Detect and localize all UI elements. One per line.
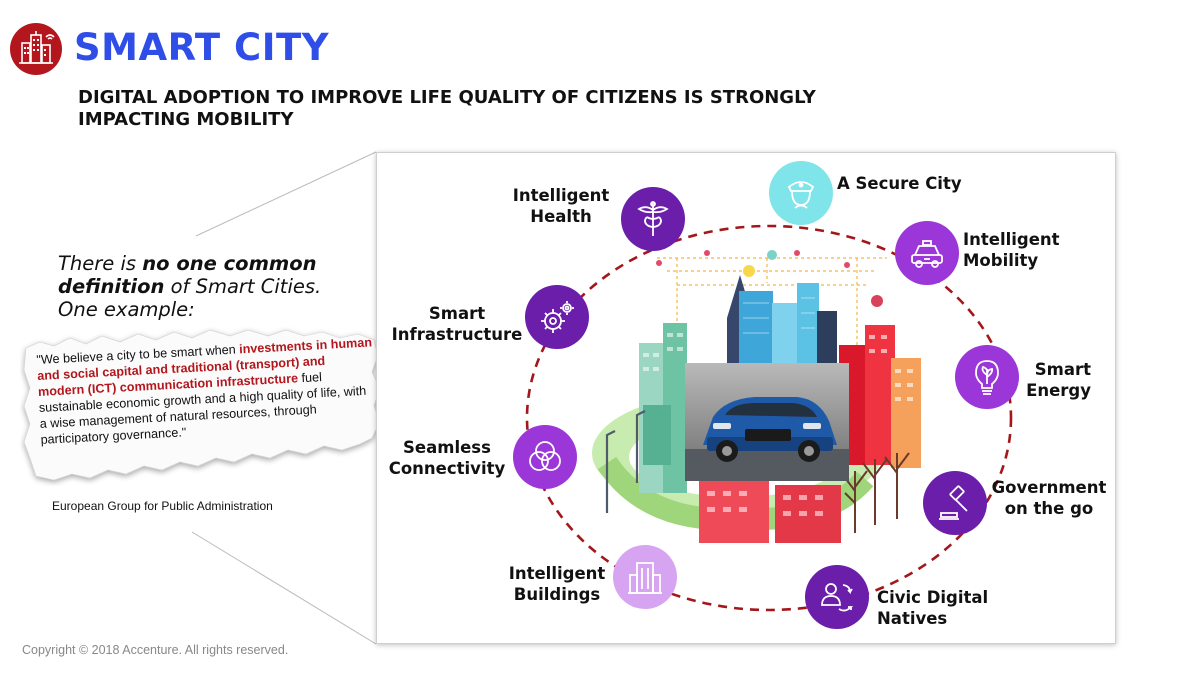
taxi-icon	[895, 221, 959, 285]
overlapping-circles-icon	[513, 425, 577, 489]
intro-bold: no one common definition	[58, 252, 317, 298]
people-exchange-icon	[805, 565, 869, 629]
label-civic-digital-natives: Civic Digital Natives	[877, 588, 989, 628]
label-intelligent-mobility: Intelligent Mobility	[963, 230, 1060, 270]
lightbulb-leaf-icon	[955, 345, 1019, 409]
caduceus-icon	[621, 187, 685, 251]
copyright-text: Copyright © 2018 Accenture. All rights r…	[22, 643, 289, 657]
label-intelligent-buildings: Intelligent Buildings	[508, 564, 606, 604]
city-logo-icon	[10, 23, 62, 75]
intro-text: There is no one common definition of Sma…	[58, 252, 358, 321]
gears-icon	[525, 285, 589, 349]
label-government-on-the-go: Government on the go	[991, 478, 1107, 518]
label-seamless-connectivity: Seamless Connectivity	[388, 438, 506, 478]
intro-part1: There is	[58, 252, 143, 275]
label-smart-energy: Smart Energy	[1026, 360, 1091, 400]
page-subtitle: DIGITAL ADOPTION TO IMPROVE LIFE QUALITY…	[78, 87, 816, 130]
intro-part2: of Smart Cities.	[164, 275, 322, 298]
quote-source: European Group for Public Administration	[52, 499, 273, 513]
page-title: SMART CITY	[74, 26, 330, 69]
building-icon	[613, 545, 677, 609]
gavel-icon	[923, 471, 987, 535]
quote-text: "We believe a city to be smart when inve…	[36, 334, 377, 447]
intro-line3: One example:	[58, 298, 195, 321]
label-secure-city: A Secure City	[837, 174, 962, 193]
label-smart-infrastructure: Smart Infrastructure	[391, 304, 523, 344]
car-photo	[685, 363, 849, 481]
label-intelligent-health: Intelligent Health	[512, 186, 610, 226]
smart-city-diagram: Intelligent Health A Secure City Intelli…	[376, 152, 1116, 644]
quote-card: "We believe a city to be smart when inve…	[20, 326, 384, 486]
police-officer-icon	[769, 161, 833, 225]
